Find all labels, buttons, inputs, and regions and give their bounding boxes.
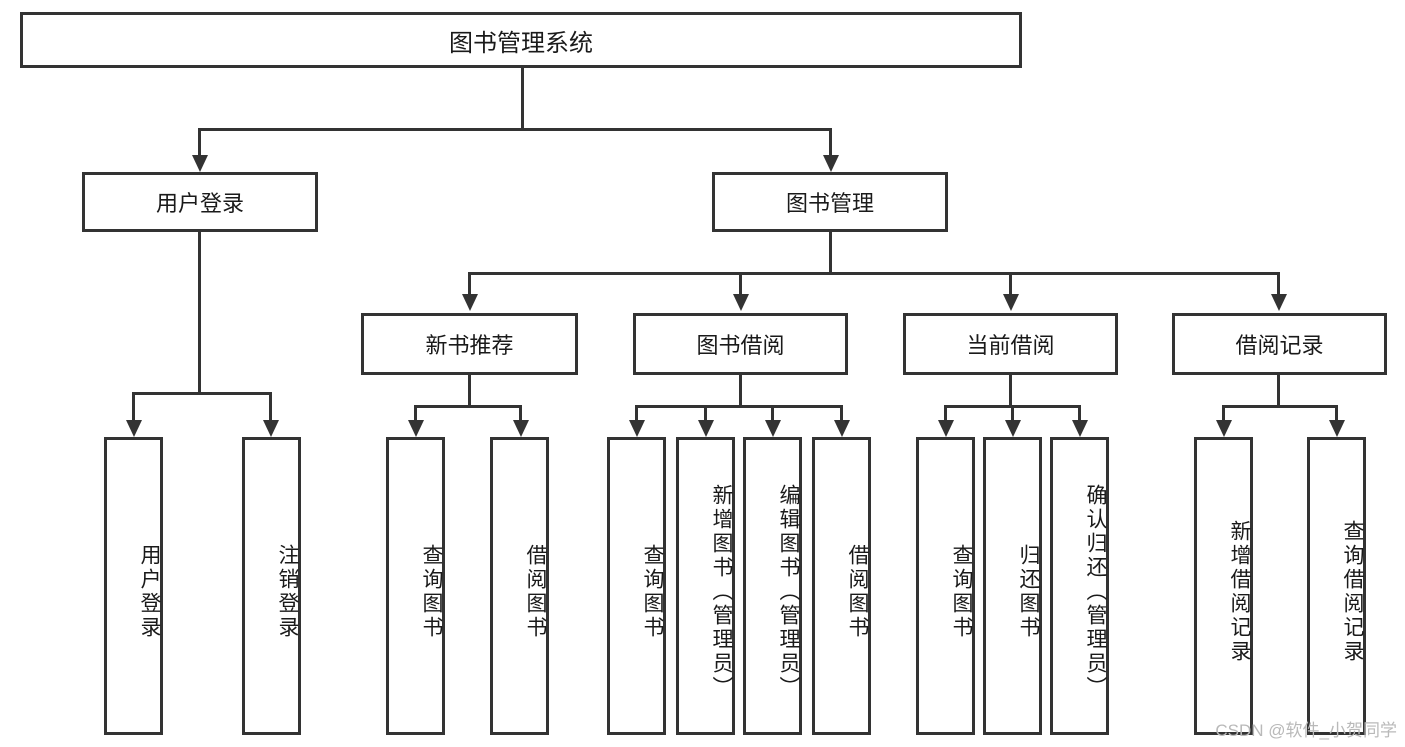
leaf-cb-query-book[interactable]: 查询图书 [916,437,975,735]
leaf-label: 归还图书 [1017,544,1040,640]
connector-drop-book-mgmt [829,128,832,155]
arrowhead-current-borrow [1003,294,1019,311]
connector-drop-current-borrow [1009,272,1012,294]
node-root-system[interactable]: 图书管理系统 [20,12,1022,68]
connector-drop-leaf-user-login [132,392,135,420]
connector-new-book-bus [414,405,522,408]
csdn-watermark: CSDN @软件_小贺同学 [1215,721,1397,740]
arrowhead-leaf-logout [263,420,279,437]
connector-current-borrow-stem [1009,375,1012,405]
leaf-logout[interactable]: 注销登录 [242,437,301,735]
arrowhead-nb-query [408,420,424,437]
leaf-label: 用户登录 [138,544,161,640]
leaf-nb-query-book[interactable]: 查询图书 [386,437,445,735]
connector-level2-bus [468,272,1279,275]
arrowhead-leaf-user-login [126,420,142,437]
node-user-login[interactable]: 用户登录 [82,172,318,232]
arrowhead-bb-edit [765,420,781,437]
connector-root-stem [521,68,524,128]
arrowhead-cb-confirm [1072,420,1088,437]
connector-level1-bus [198,128,832,131]
leaf-label: 借阅图书 [846,544,869,640]
leaf-bb-query-book[interactable]: 查询图书 [607,437,666,735]
connector-book-borrow-stem [739,375,742,405]
connector-new-book-stem [468,375,471,405]
leaf-cb-confirm-return[interactable]: 确认归还（管理员） [1050,437,1109,735]
arrowhead-cb-query [938,420,954,437]
leaf-label: 编辑图书（管理员） [777,484,800,700]
arrowhead-br-add [1216,420,1232,437]
leaf-label: 借阅图书 [524,544,547,640]
connector-user-login-stem [198,232,201,392]
arrowhead-borrow-record [1271,294,1287,311]
connector-drop-br-query [1335,405,1338,420]
connector-drop-bb-query [635,405,638,420]
leaf-label: 查询图书 [950,544,973,640]
arrowhead-bb-query [629,420,645,437]
connector-drop-user-login [198,128,201,155]
leaf-label: 查询借阅记录 [1341,520,1364,664]
node-book-management[interactable]: 图书管理 [712,172,948,232]
leaf-label: 新增图书（管理员） [710,484,733,700]
connector-book-borrow-bus [635,405,843,408]
connector-drop-nb-query [414,405,417,420]
connector-user-login-bus [132,392,269,395]
connector-drop-bb-add [704,405,707,420]
connector-drop-borrow-record [1277,272,1280,294]
leaf-bb-add-book[interactable]: 新增图书（管理员） [676,437,735,735]
connector-book-mgmt-stem [829,232,832,272]
arrowhead-new-book [462,294,478,311]
leaf-br-add-record[interactable]: 新增借阅记录 [1194,437,1253,735]
arrowhead-bb-add [698,420,714,437]
connector-drop-bb-edit [771,405,774,420]
leaf-bb-edit-book[interactable]: 编辑图书（管理员） [743,437,802,735]
connector-drop-new-book [468,272,471,294]
leaf-label: 新增借阅记录 [1228,520,1251,664]
arrowhead-cb-return [1005,420,1021,437]
connector-drop-book-borrow [739,272,742,294]
leaf-br-query-record[interactable]: 查询借阅记录 [1307,437,1366,735]
arrowhead-book-mgmt [823,155,839,172]
leaf-label: 注销登录 [276,544,299,640]
connector-drop-cb-confirm [1078,405,1081,420]
leaf-label: 确认归还（管理员） [1084,484,1107,700]
arrowhead-br-query [1329,420,1345,437]
node-borrow-record[interactable]: 借阅记录 [1172,313,1387,375]
leaf-nb-borrow-book[interactable]: 借阅图书 [490,437,549,735]
arrowhead-book-borrow [733,294,749,311]
connector-borrow-record-stem [1277,375,1280,405]
connector-borrow-record-bus [1222,405,1338,408]
leaf-bb-lend-book[interactable]: 借阅图书 [812,437,871,735]
connector-drop-bb-lend [840,405,843,420]
arrowhead-user-login [192,155,208,172]
arrowhead-bb-lend [834,420,850,437]
node-current-borrow[interactable]: 当前借阅 [903,313,1118,375]
leaf-user-login[interactable]: 用户登录 [104,437,163,735]
arrowhead-nb-borrow [513,420,529,437]
leaf-label: 查询图书 [420,544,443,640]
connector-drop-leaf-logout [269,392,272,420]
connector-drop-cb-return [1011,405,1014,420]
leaf-cb-return-book[interactable]: 归还图书 [983,437,1042,735]
connector-drop-br-add [1222,405,1225,420]
connector-drop-cb-query [944,405,947,420]
node-new-book-recommend[interactable]: 新书推荐 [361,313,578,375]
leaf-label: 查询图书 [641,544,664,640]
node-book-borrow[interactable]: 图书借阅 [633,313,848,375]
connector-drop-nb-borrow [519,405,522,420]
